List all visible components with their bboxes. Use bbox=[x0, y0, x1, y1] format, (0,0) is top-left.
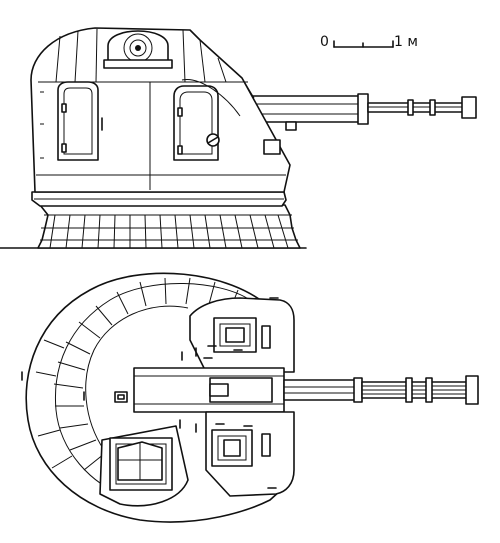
top-view bbox=[21, 272, 479, 523]
left-hatch bbox=[57, 81, 103, 161]
scale-bar: 0 1 м bbox=[320, 34, 418, 50]
gun-barrel bbox=[249, 93, 477, 131]
rear-hatch bbox=[99, 425, 189, 507]
base-ring bbox=[37, 204, 301, 249]
side-view bbox=[0, 27, 477, 249]
right-hatch bbox=[173, 85, 220, 161]
upper-hatch bbox=[213, 317, 271, 353]
roof-sight-dome bbox=[103, 30, 173, 69]
rail-marks bbox=[21, 297, 279, 489]
scale-end-label: 1 м bbox=[394, 34, 418, 50]
side-box bbox=[263, 139, 281, 155]
scale-start-label: 0 bbox=[320, 34, 329, 50]
gun-plan bbox=[133, 367, 479, 413]
lower-hatch bbox=[211, 429, 271, 467]
